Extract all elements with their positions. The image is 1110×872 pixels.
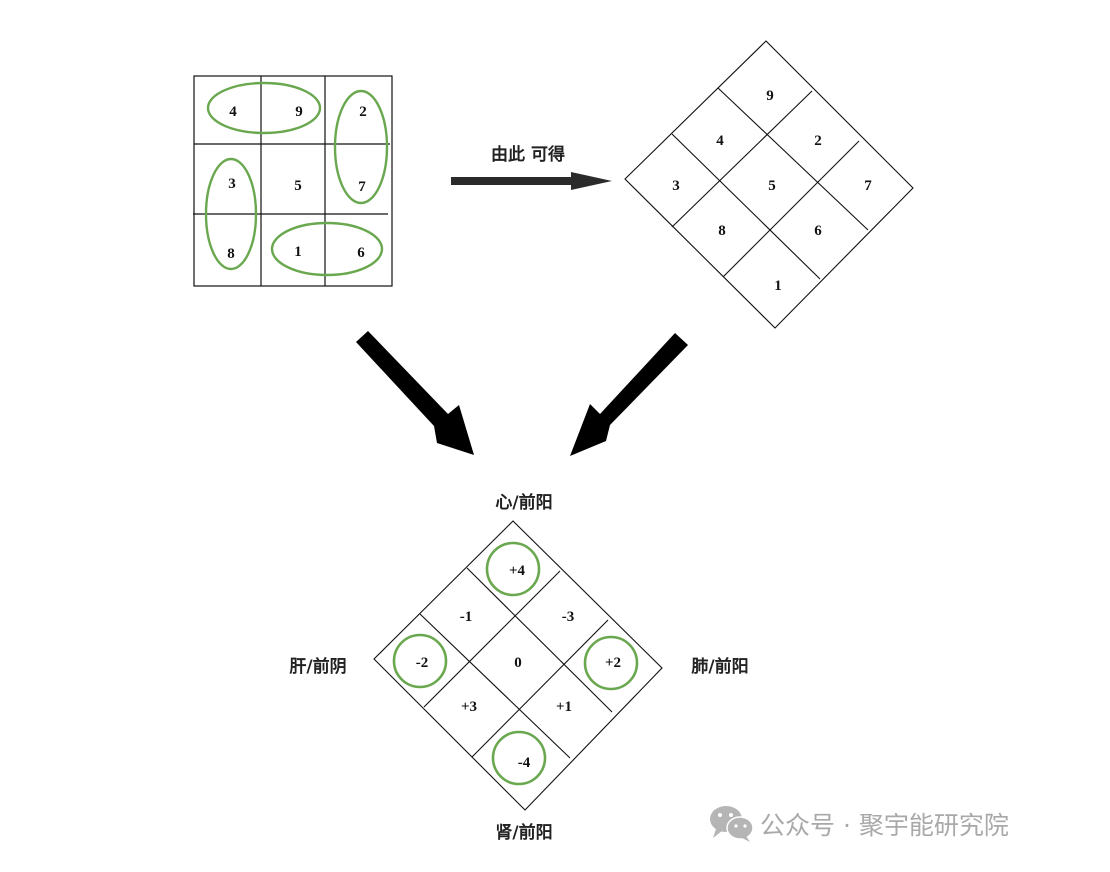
diamond-cell-right: 7	[864, 178, 872, 194]
diamond-cell-bottom: 1	[774, 278, 782, 294]
result-values: +4 -1 -3 -2 0 +2 +3 +1 -4	[416, 563, 621, 771]
grouping-ellipses	[204, 81, 389, 277]
grid-cell: 8	[227, 246, 235, 262]
grid-cell: 6	[357, 245, 365, 261]
result-cell-left: -2	[416, 655, 429, 671]
result-cell-upper-right: -3	[562, 609, 575, 625]
down-right-arrow-icon	[356, 331, 474, 455]
result-cell-top: +4	[509, 563, 526, 579]
label-lung: 肺/前阳	[691, 656, 748, 677]
group-ellipse-2-7	[333, 89, 389, 205]
result-cell-bottom: -4	[518, 755, 531, 771]
grid-cell: 9	[295, 104, 303, 120]
result-cell-lower-right: +1	[556, 699, 572, 715]
result-cell-lower-left: +3	[461, 699, 477, 715]
label-heart: 心/前阳	[495, 492, 552, 513]
diamond-cell-center: 5	[768, 178, 776, 194]
rotated-square-grid	[624, 40, 914, 329]
diamond-cell-upper-left: 4	[716, 133, 724, 149]
group-ellipse-3-8	[204, 157, 258, 271]
arrow-label: 由此 可得	[491, 144, 565, 165]
result-cell-center: 0	[514, 655, 522, 671]
diamond-cell-top: 9	[766, 88, 774, 104]
grid-cell: 3	[228, 176, 236, 192]
grid-cell: 5	[294, 178, 302, 194]
group-ellipse-4-9	[206, 81, 322, 135]
highlight-circles	[392, 541, 639, 786]
watermark-text: 公众号 · 聚宇能研究院	[760, 811, 1009, 840]
circle-minus-4	[491, 730, 547, 786]
result-diamond-grid	[373, 520, 663, 811]
grid-cell: 2	[359, 104, 367, 120]
down-left-arrow-icon	[570, 333, 688, 456]
label-liver: 肝/前阴	[289, 656, 346, 677]
circle-minus-2	[392, 633, 448, 689]
wechat-icon	[710, 806, 754, 842]
right-arrow-icon	[451, 172, 612, 190]
grid-cell: 1	[294, 244, 302, 260]
grid-numbers: 4 9 2 3 5 7 8 1 6	[227, 104, 367, 262]
diamond-numbers: 9 4 2 3 5 7 8 6 1	[672, 88, 872, 294]
label-kidney: 肾/前阳	[495, 822, 552, 843]
diamond-cell-lower-right: 6	[814, 223, 822, 239]
result-cell-upper-left: -1	[460, 609, 473, 625]
diamond-cell-left: 3	[672, 178, 680, 194]
result-cell-right: +2	[605, 655, 621, 671]
circle-plus-4	[485, 541, 541, 597]
magic-square-grid	[193, 75, 393, 287]
diamond-cell-lower-left: 8	[718, 223, 726, 239]
diamond-cell-upper-right: 2	[814, 133, 822, 149]
grid-cell: 7	[358, 179, 366, 195]
circle-plus-2	[583, 635, 639, 691]
grid-cell: 4	[229, 104, 237, 120]
group-ellipse-1-6	[270, 221, 384, 277]
